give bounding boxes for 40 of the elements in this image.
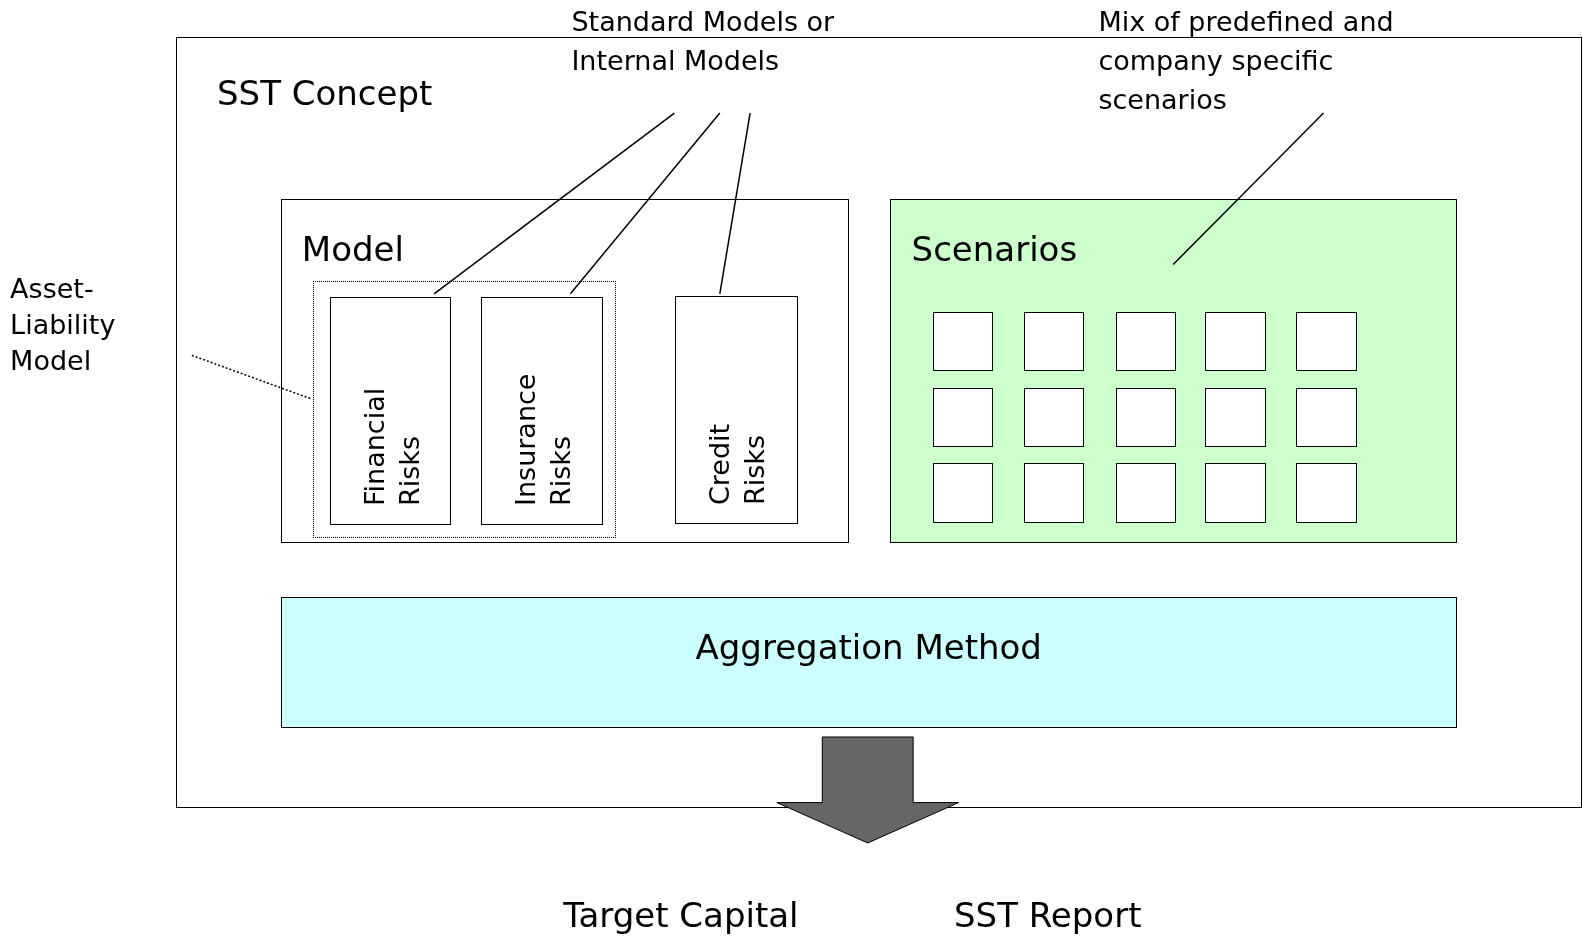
box-title: Aggregation Method <box>694 627 1043 667</box>
scenarios-panel <box>890 198 1457 544</box>
panel-title: SST Concept <box>217 74 433 114</box>
annotation-text: Asset-Liability Model <box>10 271 117 379</box>
block-arrow <box>776 736 960 844</box>
scenario-square <box>1115 387 1177 448</box>
output-label: Target Capital <box>563 896 799 936</box>
annotation-text: Standard Models or Internal Models <box>571 5 836 79</box>
scenario-square <box>1205 311 1266 372</box>
leader-line <box>191 354 312 400</box>
scenario-square <box>1296 387 1357 448</box>
aggregation-bar <box>280 596 1457 728</box>
scenario-square <box>1115 463 1177 523</box>
scenario-square <box>932 387 994 448</box>
scenario-square <box>1023 311 1085 372</box>
leader-line <box>719 112 751 295</box>
risk-label: Insurance Risks <box>508 372 577 506</box>
leader-line <box>1172 112 1325 266</box>
scenario-square <box>1023 463 1085 523</box>
scenario-square <box>1205 387 1266 448</box>
scenario-square <box>1296 311 1357 372</box>
scenario-square <box>1115 311 1177 372</box>
concept-panel <box>175 37 1582 808</box>
risk-label: Credit Risks <box>703 422 772 505</box>
risk-box <box>675 295 798 524</box>
scenario-square <box>1023 387 1085 448</box>
risk-label: Financial Risks <box>358 386 427 506</box>
panel-title: Scenarios <box>911 229 1078 269</box>
model-panel <box>280 198 849 544</box>
risk-box <box>480 296 603 525</box>
scenario-square <box>932 311 994 372</box>
dotted-group-box <box>312 280 616 539</box>
leader-line <box>433 112 676 295</box>
annotation-text: Mix of predefined and company specific scenarios <box>1098 5 1395 118</box>
scenario-square <box>932 463 994 523</box>
panel-title: Model <box>301 229 404 269</box>
scenario-square <box>1296 463 1357 523</box>
risk-box <box>330 296 452 525</box>
scenario-square <box>1205 463 1266 523</box>
output-label: SST Report <box>954 896 1142 936</box>
